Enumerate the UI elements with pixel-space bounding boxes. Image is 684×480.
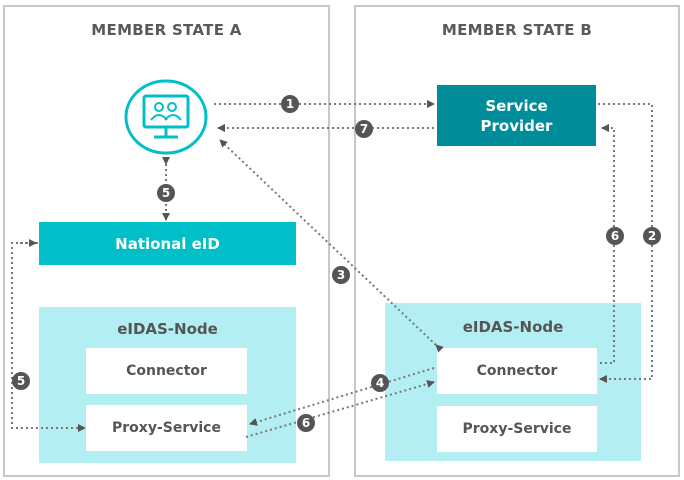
eidas-node-a: eIDAS-Node Connector Proxy-Service [39, 307, 296, 463]
service-provider-label: Service Provider [480, 96, 553, 135]
user-computer-icon [121, 79, 211, 159]
connector-a: Connector [86, 348, 247, 394]
member-state-b-title: MEMBER STATE B [441, 21, 593, 39]
step-badge-5-left: 5 [12, 372, 30, 390]
step-badge-2: 2 [643, 227, 661, 245]
national-eid-label: National eID [115, 234, 220, 253]
proxy-service-a: Proxy-Service [86, 405, 247, 451]
member-state-a-title: MEMBER STATE A [91, 21, 242, 39]
step-badge-3: 3 [332, 266, 350, 284]
step-badge-6-bottom: 6 [297, 414, 315, 432]
step-badge-5-top: 5 [157, 184, 175, 202]
eidas-node-a-title: eIDAS-Node [117, 320, 218, 338]
proxy-service-b: Proxy-Service [437, 406, 597, 452]
service-provider-box: Service Provider [437, 85, 596, 146]
step-badge-4: 4 [371, 374, 389, 392]
connector-b: Connector [437, 348, 597, 394]
step-badge-7: 7 [355, 120, 373, 138]
step-badge-6-right: 6 [606, 227, 624, 245]
step-badge-1: 1 [281, 95, 299, 113]
eidas-node-b-title: eIDAS-Node [462, 318, 564, 336]
